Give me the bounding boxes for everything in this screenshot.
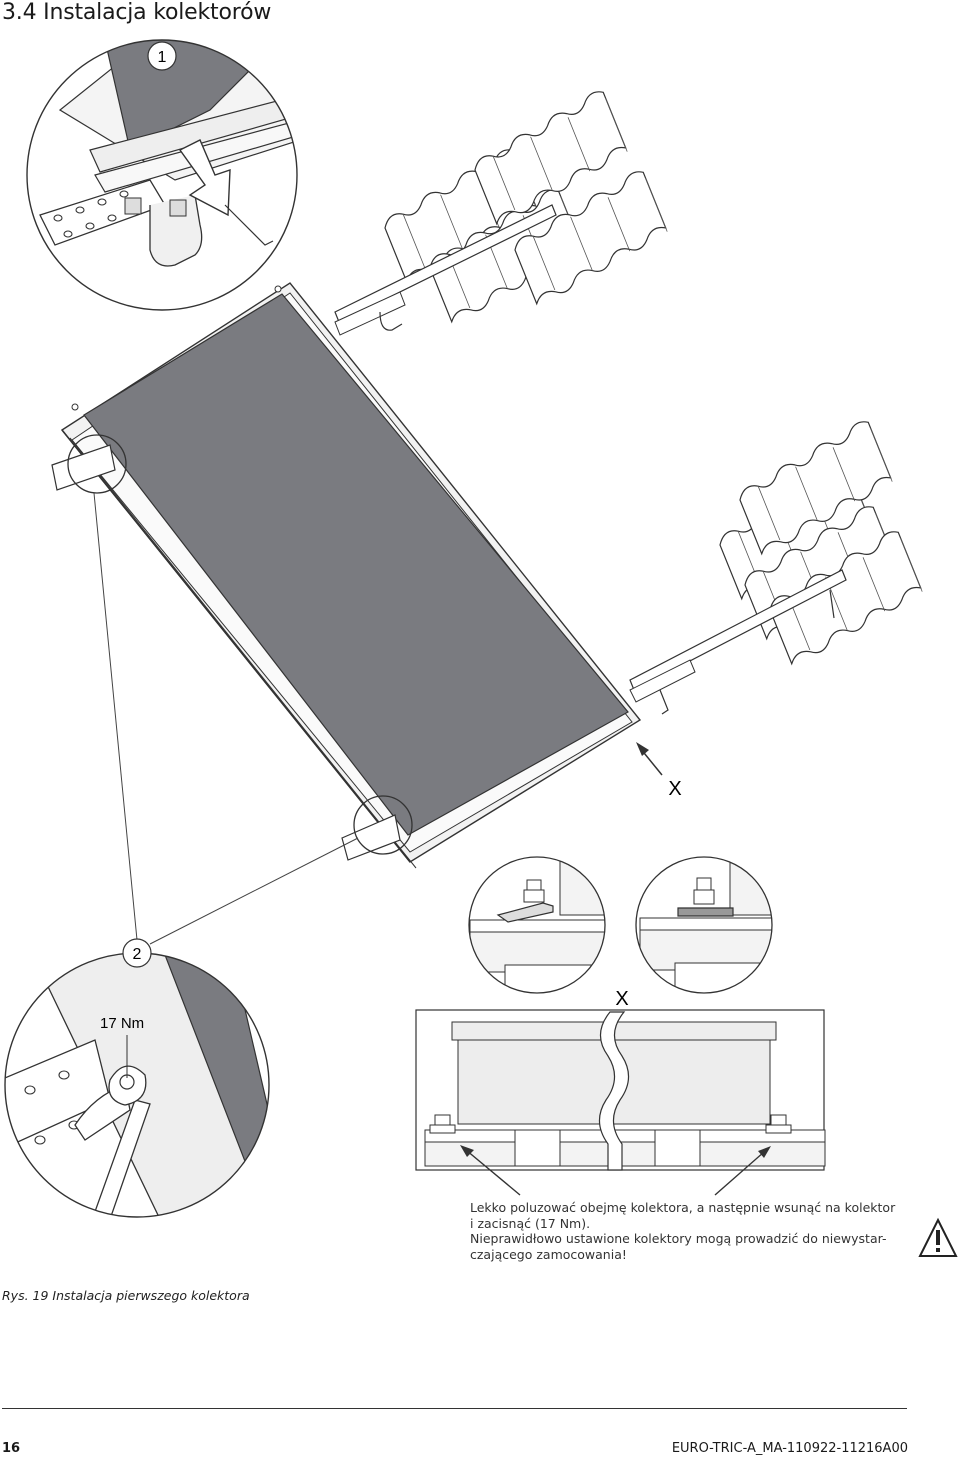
mounting-rail-top xyxy=(334,204,557,336)
callout-1: 1 xyxy=(158,49,167,66)
clamp-detail-tight xyxy=(635,856,773,994)
page-number: 16 xyxy=(2,1441,21,1456)
roof-tiles-top xyxy=(374,88,675,323)
warning-triangle-icon xyxy=(918,1217,958,1257)
section-detail: X xyxy=(415,988,826,1196)
footer-rule xyxy=(2,1408,907,1409)
x-arrow-main: X xyxy=(636,742,682,800)
x-label-main: X xyxy=(668,778,681,800)
section-title: 3.4 Instalacja kolektorów xyxy=(2,0,272,25)
instruction-text: Lekko poluzować obejmę kolektora, a nast… xyxy=(470,1200,910,1262)
instruction-line: Nieprawidłowo ustawione kolektory mogą p… xyxy=(470,1231,887,1246)
torque-label: 17 Nm xyxy=(100,1015,144,1032)
instruction-line: i zacisnąć (17 Nm). xyxy=(470,1215,591,1231)
instruction-line: czającego zamocowania! xyxy=(470,1246,627,1262)
detail-2-circle: 2 17 Nm xyxy=(4,938,270,1218)
document-code: EURO-TRIC-A_MA-110922-11216A00 xyxy=(671,1441,908,1456)
zoom-marker-1 xyxy=(67,434,127,494)
detail-1-circle: 1 xyxy=(26,39,298,311)
figure-caption: Rys. 19 Instalacja pierwszego kolektora xyxy=(2,1288,250,1303)
x-label-detail: X xyxy=(615,988,628,1010)
zoom-marker-2 xyxy=(353,795,413,855)
callout-2: 2 xyxy=(133,946,142,963)
mounting-rail-bottom xyxy=(629,569,847,715)
instruction-line: Lekko poluzować obejmę kolektora, a nast… xyxy=(470,1200,896,1215)
clamp-detail-loose xyxy=(468,856,606,994)
solar-collector xyxy=(51,282,642,869)
